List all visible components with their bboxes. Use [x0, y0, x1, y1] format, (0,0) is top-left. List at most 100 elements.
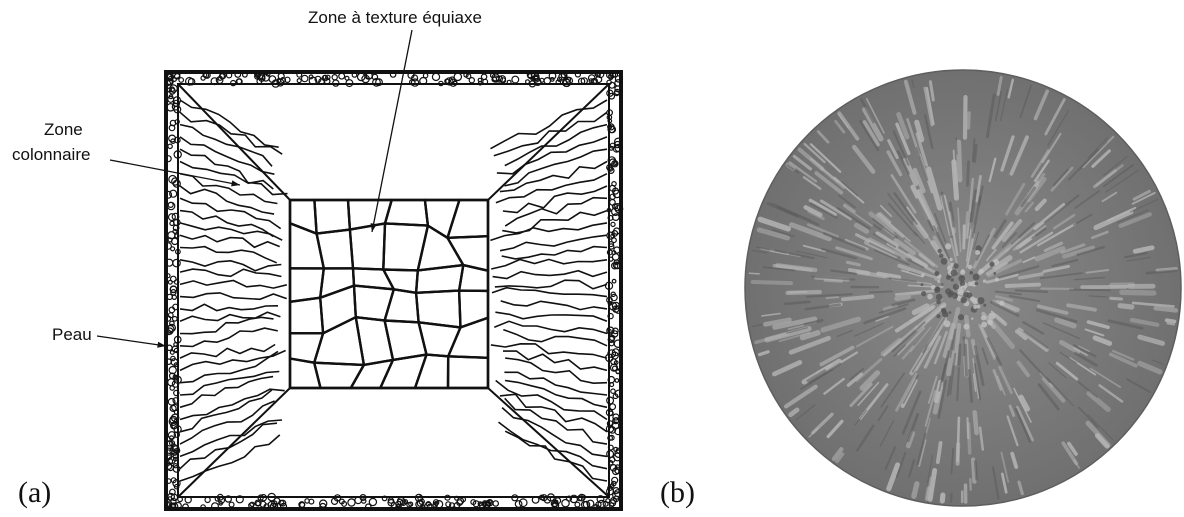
- chill-grain: [609, 257, 613, 261]
- skin-leader: [97, 336, 166, 346]
- equiaxed-speckle: [969, 271, 973, 275]
- equiaxed-grain: [317, 230, 353, 269]
- equiaxed-grain: [385, 200, 428, 226]
- equiaxed-speckle: [963, 292, 969, 298]
- equiaxed-speckle: [978, 297, 985, 304]
- columnar-grain: [180, 235, 280, 247]
- chill-grain: [598, 500, 605, 507]
- equiaxed-grain: [448, 356, 488, 388]
- equiaxed-speckle: [931, 285, 936, 290]
- equiaxed-speckle: [944, 320, 951, 327]
- chill-grain: [507, 80, 511, 84]
- skin-label: Peau: [52, 325, 92, 345]
- equiaxed-zone-label: Zone à texture équiaxe: [308, 8, 482, 28]
- equiaxed-speckle: [983, 304, 986, 307]
- equiaxed-grain: [290, 298, 323, 334]
- columnar-grain: [180, 389, 285, 419]
- chill-grain: [540, 78, 544, 82]
- chill-grain: [302, 75, 308, 81]
- equiaxed-speckle: [970, 296, 975, 301]
- columnar-grain-streak: [969, 424, 970, 453]
- equiaxed-speckle: [983, 279, 986, 282]
- dark-grain-streak: [968, 162, 969, 186]
- chill-grain: [168, 497, 172, 501]
- columnar-grain: [502, 247, 607, 259]
- equiaxed-speckle: [952, 292, 959, 299]
- chill-grain: [594, 505, 598, 509]
- equiaxed-speckle: [993, 272, 996, 275]
- columnar-grain: [180, 269, 281, 276]
- columnar-grain: [495, 280, 607, 289]
- columnar-grain: [180, 293, 287, 299]
- columnar-grain-streak: [965, 97, 966, 138]
- chill-grain: [300, 503, 305, 508]
- equiaxed-grain: [459, 265, 488, 291]
- columnar-grain: [496, 381, 607, 420]
- columnar-grain-streak: [927, 489, 929, 499]
- equiaxed-speckle: [964, 324, 970, 330]
- equiaxed-speckle: [975, 250, 980, 255]
- columnar-grain: [180, 328, 278, 346]
- equiaxed-grain: [314, 363, 364, 388]
- columnar-grain: [180, 401, 275, 444]
- equiaxed-grain: [448, 200, 489, 238]
- equiaxed-speckle: [921, 283, 924, 286]
- equiaxed-speckle: [979, 269, 984, 274]
- chill-grain: [205, 497, 210, 502]
- columnar-grain: [180, 317, 274, 333]
- chill-grain: [612, 279, 616, 283]
- columnar-grain-streak: [827, 297, 839, 298]
- equiaxed-speckle: [938, 249, 942, 253]
- equiaxed-speckle: [973, 305, 977, 309]
- chill-grain: [469, 78, 474, 83]
- columnar-grain: [505, 198, 607, 226]
- chill-grain: [170, 351, 174, 355]
- columnar-grain-streak: [1120, 306, 1132, 307]
- chill-grain: [332, 75, 337, 80]
- chill-grain: [562, 500, 569, 507]
- equiaxed-speckle: [953, 284, 959, 290]
- equiaxed-speckle: [975, 282, 979, 286]
- chill-grain: [575, 502, 580, 507]
- chill-grain: [171, 247, 175, 251]
- chill-grain: [454, 73, 461, 80]
- equiaxed-speckle: [951, 278, 954, 281]
- chill-grain: [493, 501, 498, 506]
- equiaxed-speckle: [953, 263, 958, 268]
- equiaxed-speckle: [958, 314, 964, 320]
- chill-grain: [612, 251, 616, 255]
- chill-grain: [170, 321, 174, 325]
- columnar-grain: [495, 312, 607, 321]
- dark-grain-streak: [1016, 290, 1047, 291]
- columnar-grain-streak: [750, 273, 760, 274]
- equiaxed-speckle: [921, 291, 926, 296]
- chill-grain: [369, 498, 376, 505]
- equiaxed-grain: [416, 265, 463, 293]
- dark-grain-streak: [975, 145, 977, 161]
- chill-grain: [432, 73, 439, 80]
- chill-grain: [297, 79, 301, 83]
- equiaxed-speckle: [927, 294, 933, 300]
- equiaxed-speckle: [981, 322, 987, 328]
- chill-grain: [168, 144, 172, 148]
- equiaxed-grain: [356, 317, 393, 365]
- columnar-grain-streak: [1007, 285, 1039, 286]
- equiaxed-leader-head: [371, 223, 377, 232]
- columnar-grain: [180, 112, 282, 154]
- equiaxed-speckle: [961, 286, 966, 291]
- chill-grain: [607, 451, 614, 458]
- equiaxed-speckle: [949, 258, 952, 261]
- chill-grain: [526, 80, 530, 84]
- chill-grain: [173, 180, 180, 187]
- equiaxed-speckle: [989, 262, 994, 267]
- equiaxed-grain: [320, 268, 354, 297]
- columnar-grain-streak: [964, 226, 965, 248]
- equiaxed-grain: [415, 355, 448, 388]
- chill-grain: [167, 465, 173, 471]
- columnar-grain: [180, 100, 279, 147]
- equiaxed-speckle: [988, 313, 995, 320]
- columnar-grain: [501, 301, 607, 310]
- equiaxed-speckle: [971, 318, 973, 320]
- chill-grain: [512, 76, 519, 83]
- equiaxed-speckle: [961, 297, 967, 303]
